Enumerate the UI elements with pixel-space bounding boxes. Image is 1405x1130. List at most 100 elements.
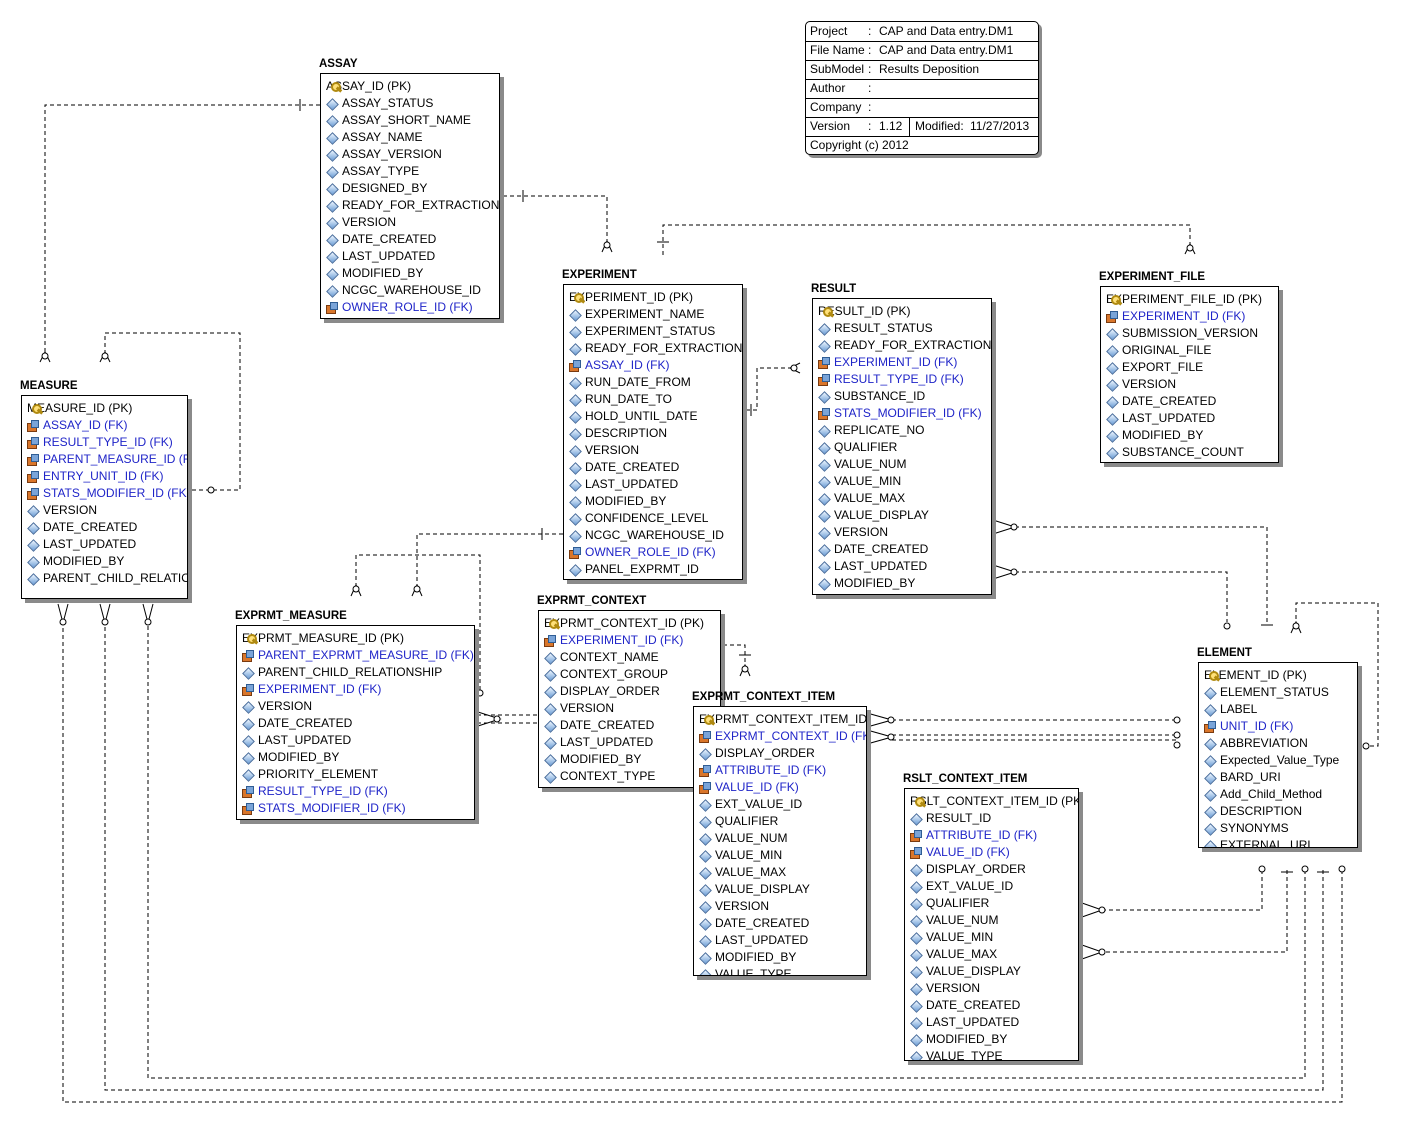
- field-row[interactable]: MODIFIED_BY: [242, 749, 339, 766]
- field-row[interactable]: RESULT_TYPE_ID (FK): [818, 371, 964, 388]
- field-row[interactable]: ASSAY_STATUS: [326, 95, 433, 112]
- field-row[interactable]: ASSAY_ID (FK): [27, 417, 127, 434]
- field-row[interactable]: PARENT_CHILD_RELATIONSHIP: [242, 664, 442, 681]
- field-row[interactable]: EXPERIMENT_ID (PK): [569, 289, 693, 306]
- field-row[interactable]: BARD_URI: [1204, 769, 1281, 786]
- field-row[interactable]: VALUE_MIN: [699, 847, 782, 864]
- field-row[interactable]: CONTEXT_GROUP: [544, 666, 668, 683]
- field-row[interactable]: VALUE_DISPLAY: [910, 963, 1021, 980]
- field-row[interactable]: READY_FOR_EXTRACTION: [569, 340, 742, 357]
- field-row[interactable]: LAST_UPDATED: [910, 1014, 1019, 1031]
- field-row[interactable]: RUN_DATE_TO: [569, 391, 672, 408]
- field-row[interactable]: RSLT_CONTEXT_ITEM_ID (PK): [910, 793, 1078, 810]
- field-row[interactable]: VERSION: [818, 524, 888, 541]
- field-row[interactable]: EXPERIMENT_NAME: [569, 306, 704, 323]
- field-row[interactable]: STATS_MODIFIER_ID (FK): [818, 405, 982, 422]
- field-row[interactable]: MODIFIED_BY: [326, 265, 423, 282]
- field-row[interactable]: VALUE_MIN: [818, 473, 901, 490]
- field-row[interactable]: READY_FOR_EXTRACTION: [326, 197, 499, 214]
- field-row[interactable]: OWNER_ROLE_ID (FK): [326, 299, 473, 316]
- field-row[interactable]: VERSION: [326, 214, 396, 231]
- field-row[interactable]: CONFIDENCE_LEVEL: [569, 510, 708, 527]
- field-row[interactable]: DISPLAY_ORDER: [544, 683, 660, 700]
- field-row[interactable]: LAST_UPDATED: [569, 476, 678, 493]
- field-row[interactable]: VALUE_MAX: [910, 946, 997, 963]
- field-row[interactable]: LAST_UPDATED: [326, 248, 435, 265]
- field-row[interactable]: VERSION: [242, 698, 312, 715]
- field-row[interactable]: LAST_UPDATED: [699, 932, 808, 949]
- field-row[interactable]: REPLICATE_NO: [818, 422, 924, 439]
- field-row[interactable]: DATE_CREATED: [569, 459, 679, 476]
- field-row[interactable]: VALUE_DISPLAY: [699, 881, 810, 898]
- field-row[interactable]: QUALIFIER: [818, 439, 897, 456]
- field-row[interactable]: DISPLAY_ORDER: [910, 861, 1026, 878]
- field-row[interactable]: EXPERIMENT_ID (FK): [818, 354, 957, 371]
- field-row[interactable]: CONTEXT_TYPE: [544, 768, 655, 785]
- field-row[interactable]: LABEL: [1204, 701, 1257, 718]
- field-row[interactable]: MODIFIED_BY: [699, 949, 796, 966]
- field-row[interactable]: EXT_VALUE_ID: [910, 878, 1013, 895]
- field-row[interactable]: EXPERIMENT_ID (FK): [1106, 308, 1245, 325]
- field-row[interactable]: ASSAY_NAME: [326, 129, 422, 146]
- field-row[interactable]: EXT_VALUE_ID: [699, 796, 802, 813]
- field-row[interactable]: VERSION: [910, 980, 980, 997]
- field-row[interactable]: DATE_CREATED: [818, 541, 928, 558]
- field-row[interactable]: VALUE_MAX: [699, 864, 786, 881]
- field-row[interactable]: PARENT_MEASURE_ID (FK): [27, 451, 187, 468]
- field-row[interactable]: ASSAY_ID (FK): [569, 357, 669, 374]
- field-row[interactable]: LAST_UPDATED: [242, 732, 351, 749]
- field-row[interactable]: DATE_CREATED: [910, 997, 1020, 1014]
- field-row[interactable]: VALUE_NUM: [818, 456, 906, 473]
- field-row[interactable]: DESCRIPTION: [1204, 803, 1302, 820]
- field-row[interactable]: EXPRMT_CONTEXT_ID (FK): [699, 728, 866, 745]
- field-row[interactable]: VERSION: [1106, 376, 1176, 393]
- field-row[interactable]: MODIFIED_BY: [910, 1031, 1007, 1048]
- field-row[interactable]: OWNER_ROLE_ID (FK): [569, 544, 716, 561]
- field-row[interactable]: PANEL_EXPRMT_ID: [569, 561, 699, 578]
- field-row[interactable]: ATTRIBUTE_ID (FK): [910, 827, 1037, 844]
- field-row[interactable]: DATE_CREATED: [326, 231, 436, 248]
- field-row[interactable]: Add_Child_Method: [1204, 786, 1322, 803]
- field-row[interactable]: SUBSTANCE_COUNT: [1106, 444, 1244, 461]
- field-row[interactable]: STATS_MODIFIER_ID (FK): [242, 800, 406, 817]
- field-row[interactable]: RESULT_ID (PK): [818, 303, 910, 320]
- field-row[interactable]: PRIORITY_ELEMENT: [242, 766, 378, 783]
- field-row[interactable]: MODIFIED_BY: [544, 751, 641, 768]
- field-row[interactable]: EXTERNAL_URL: [1204, 837, 1314, 847]
- field-row[interactable]: STATS_MODIFIER_ID (FK): [27, 485, 187, 502]
- field-row[interactable]: PARENT_CHILD_RELATIONSHIP: [27, 570, 187, 587]
- field-row[interactable]: ASSAY_VERSION: [326, 146, 442, 163]
- field-row[interactable]: ELEMENT_ID (PK): [1204, 667, 1307, 684]
- field-row[interactable]: UNIT_ID (FK): [1204, 718, 1293, 735]
- field-row[interactable]: VALUE_ID (FK): [699, 779, 799, 796]
- field-row[interactable]: LAST_UPDATED: [544, 734, 653, 751]
- field-row[interactable]: EXPRMT_MEASURE_ID (PK): [242, 630, 404, 647]
- field-row[interactable]: VERSION: [699, 898, 769, 915]
- field-row[interactable]: EXPERIMENT_ID (FK): [242, 681, 381, 698]
- field-row[interactable]: RESULT_ID: [910, 810, 991, 827]
- field-row[interactable]: DATE_CREATED: [544, 717, 654, 734]
- field-row[interactable]: ASSAY_ID (PK): [326, 78, 411, 95]
- field-row[interactable]: EXPRMT_CONTEXT_ITEM_ID (PK): [699, 711, 866, 728]
- field-row[interactable]: QUALIFIER: [699, 813, 778, 830]
- field-row[interactable]: ATTRIBUTE_ID (FK): [699, 762, 826, 779]
- field-row[interactable]: EXPERIMENT_FILE_ID (PK): [1106, 291, 1262, 308]
- field-row[interactable]: MODIFIED_BY: [1106, 427, 1203, 444]
- field-row[interactable]: VALUE_NUM: [699, 830, 787, 847]
- field-row[interactable]: VERSION: [569, 442, 639, 459]
- field-row[interactable]: DATE_CREATED: [699, 915, 809, 932]
- field-row[interactable]: VALUE_NUM: [910, 912, 998, 929]
- field-row[interactable]: RESULT_TYPE_ID (FK): [27, 434, 173, 451]
- field-row[interactable]: NCGC_WAREHOUSE_ID: [326, 282, 481, 299]
- field-row[interactable]: VALUE_ID (FK): [910, 844, 1010, 861]
- field-row[interactable]: VERSION: [544, 700, 614, 717]
